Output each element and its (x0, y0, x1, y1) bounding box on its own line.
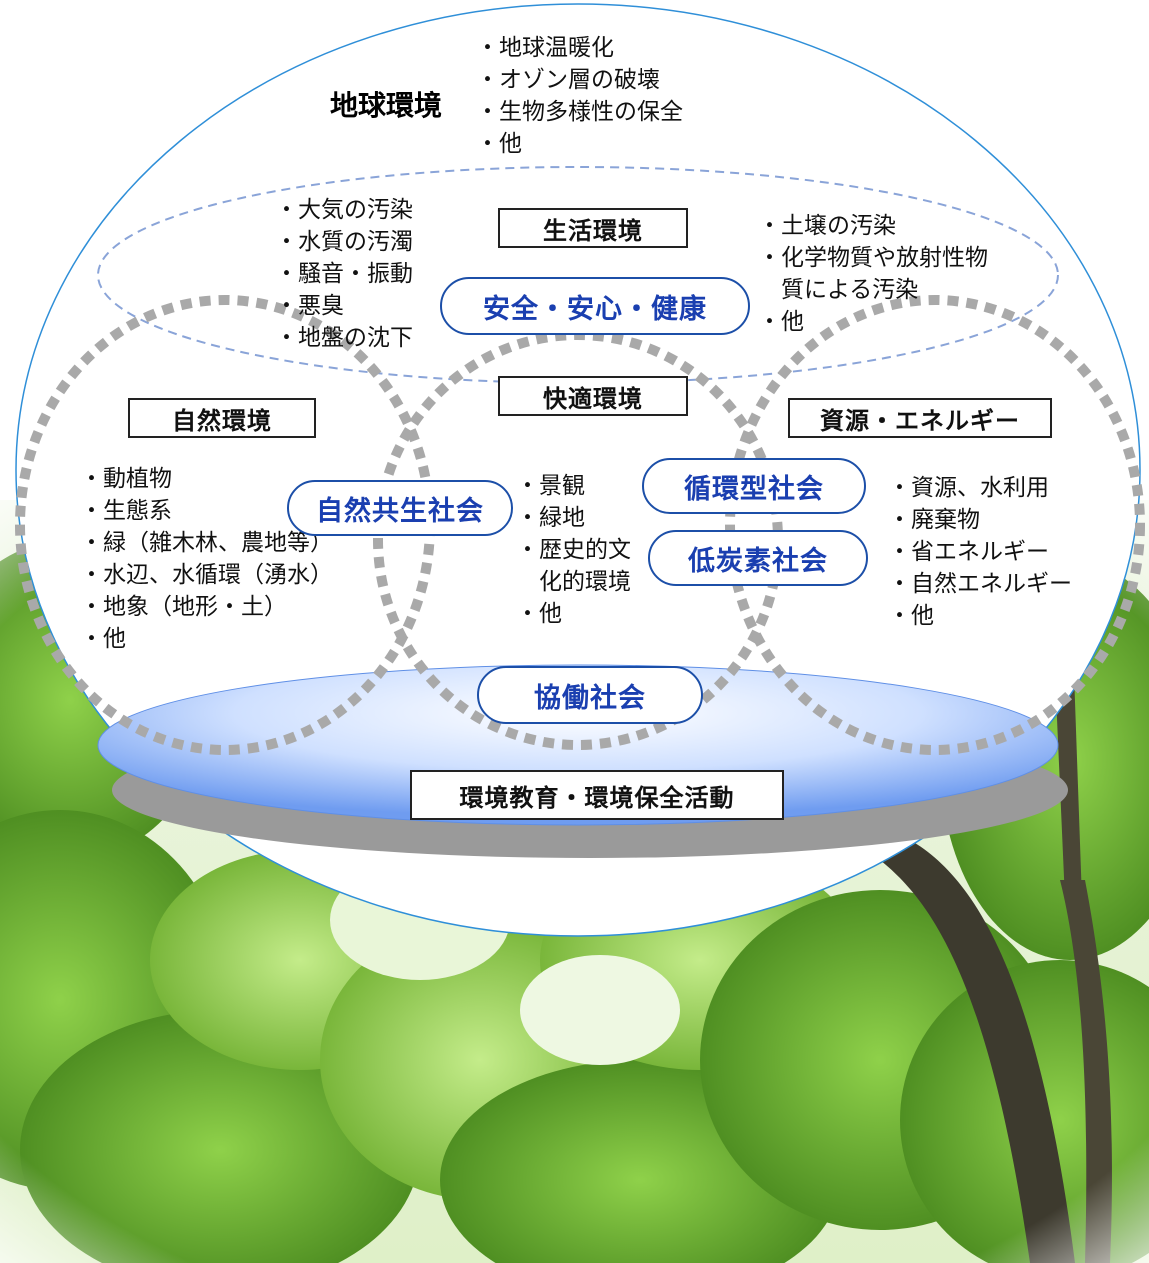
resources-circle (725, 295, 1145, 755)
list-item: ・他 (476, 131, 522, 157)
nature-environment-title: 自然環境 (128, 398, 316, 438)
list-item: ・他 (80, 626, 126, 652)
comfort-list: ・景観 ・緑地 ・歴史的文 化的環境 ・他 (516, 470, 631, 630)
list-item: ・水辺、水循環（湧水） (80, 562, 333, 588)
living-left-list: ・大気の汚染 ・水質の汚濁 ・騒音・振動 ・悪臭 ・地盤の沈下 (275, 194, 413, 354)
cooperative-society-label: 協働社会 (477, 666, 703, 724)
list-item: ・騒音・振動 (275, 261, 413, 287)
list-item: 質による汚染 (758, 277, 919, 303)
list-item: 化的環境 (516, 569, 631, 595)
living-environment-oval (97, 166, 1059, 384)
list-item: ・地球温暖化 (476, 35, 614, 61)
list-item: ・生物多様性の保全 (476, 99, 683, 125)
resources-title: 資源・エネルギー (788, 398, 1052, 438)
list-item: ・他 (758, 309, 804, 335)
list-item: ・省エネルギー (888, 539, 1049, 565)
global-environment-title: 地球環境 (330, 89, 443, 122)
living-environment-title: 生活環境 (498, 208, 688, 248)
list-item: ・緑（雑木林、農地等） (80, 530, 333, 556)
nature-coexist-society-label: 自然共生社会 (287, 480, 513, 536)
list-item: ・地盤の沈下 (275, 325, 413, 351)
nature-list: ・動植物 ・生態系 ・緑（雑木林、農地等） ・水辺、水循環（湧水） ・地象（地形… (80, 463, 333, 655)
low-carbon-society-label: 低炭素社会 (648, 530, 868, 586)
list-item: ・悪臭 (275, 293, 344, 319)
list-item: ・動植物 (80, 466, 172, 492)
living-right-list: ・土壌の汚染 ・化学物質や放射性物 質による汚染 ・他 (758, 210, 988, 338)
foundation-label: 環境教育・環境保全活動 (410, 770, 784, 820)
global-environment-list: ・地球温暖化 ・オゾン層の破壊 ・生物多様性の保全 ・他 (476, 32, 683, 160)
list-item: ・水質の汚濁 (275, 229, 413, 255)
list-item: ・化学物質や放射性物 (758, 245, 988, 271)
resources-list: ・資源、水利用 ・廃棄物 ・省エネルギー ・自然エネルギー ・他 (888, 472, 1072, 632)
list-item: ・緑地 (516, 505, 585, 531)
list-item: ・景観 (516, 473, 585, 499)
list-item: ・廃棄物 (888, 507, 980, 533)
list-item: ・生態系 (80, 498, 172, 524)
list-item: ・自然エネルギー (888, 571, 1072, 597)
circular-society-label: 循環型社会 (642, 458, 866, 514)
list-item: ・資源、水利用 (888, 475, 1049, 501)
list-item: ・土壌の汚染 (758, 213, 896, 239)
list-item: ・オゾン層の破壊 (476, 67, 660, 93)
list-item: ・地象（地形・土） (80, 594, 287, 620)
safety-label: 安全・安心・健康 (440, 277, 750, 335)
list-item: ・歴史的文 (516, 537, 631, 563)
list-item: ・大気の汚染 (275, 197, 413, 223)
list-item: ・他 (516, 601, 562, 627)
comfort-environment-title: 快適環境 (498, 376, 688, 416)
list-item: ・他 (888, 603, 934, 629)
